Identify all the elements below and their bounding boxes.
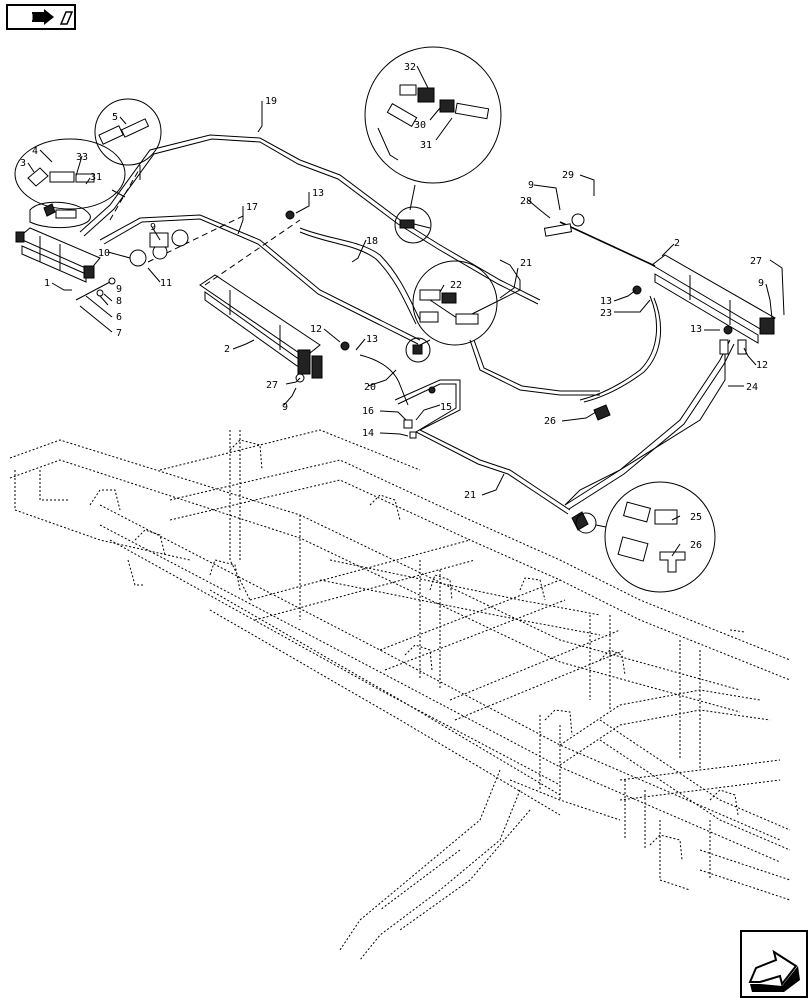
leader-lines [27, 65, 785, 557]
page-forward-arrow-icon [748, 949, 800, 992]
callout-29: 29 [562, 170, 574, 181]
callout-1: 1 [44, 278, 50, 289]
callout-28: 28 [520, 196, 532, 207]
callout-9: 9 [528, 180, 534, 191]
callout-4: 4 [32, 146, 38, 157]
detail-circle-32 [364, 46, 502, 211]
callout-labels: 19 17 13 18 5 4 3 33 31 32 30 31 29 9 28… [20, 62, 768, 551]
callout-13: 13 [312, 188, 324, 199]
callout-7: 7 [116, 328, 122, 339]
callout-18: 18 [366, 236, 378, 247]
callout-12: 12 [756, 360, 768, 371]
callout-16: 16 [362, 406, 374, 417]
callout-14: 14 [362, 428, 374, 439]
callout-32: 32 [404, 62, 416, 73]
callout-21: 21 [520, 258, 532, 269]
page-forward-button[interactable] [740, 930, 808, 998]
callout-26: 26 [690, 540, 702, 551]
callout-15: 15 [440, 402, 452, 413]
callout-19: 19 [265, 96, 277, 107]
callout-13: 13 [600, 296, 612, 307]
callout-9: 9 [758, 278, 764, 289]
callout-30: 30 [414, 120, 426, 131]
callout-20: 20 [364, 382, 376, 393]
page-back-button[interactable] [6, 4, 76, 30]
callout-31: 31 [420, 140, 432, 151]
callout-6: 6 [116, 312, 122, 323]
callout-26: 26 [544, 416, 556, 427]
callout-24: 24 [746, 382, 758, 393]
callout-2: 2 [224, 344, 230, 355]
callout-25: 25 [690, 512, 702, 523]
callout-13: 13 [690, 324, 702, 335]
detail-circle-small-left [29, 201, 91, 229]
callout-27: 27 [750, 256, 762, 267]
callout-11: 11 [160, 278, 172, 289]
callout-17: 17 [246, 202, 258, 213]
callout-13: 13 [366, 334, 378, 345]
callout-2: 2 [674, 238, 680, 249]
detail-circle-small-20 [405, 337, 431, 363]
callout-9: 9 [282, 402, 288, 413]
callout-3: 3 [20, 158, 26, 169]
callout-8: 8 [116, 296, 122, 307]
callout-23: 23 [600, 308, 612, 319]
callout-10: 10 [98, 248, 110, 259]
callout-33: 33 [76, 152, 88, 163]
detail-circle-22 [412, 260, 498, 346]
callout-5: 5 [112, 112, 118, 123]
callout-31: 31 [90, 172, 102, 183]
detail-circle-25 [575, 481, 716, 593]
hydraulic-lines [75, 134, 747, 531]
callout-12: 12 [310, 324, 322, 335]
callout-22: 22 [450, 280, 462, 291]
chassis-frame [9, 429, 791, 961]
callout-9: 9 [116, 284, 122, 295]
detail-circle-33 [14, 138, 126, 210]
detail-circle-5 [94, 98, 162, 180]
cylinder-mid-2 [199, 274, 323, 383]
page-back-arrow-icon [31, 9, 74, 25]
callout-9: 9 [150, 222, 156, 233]
cylinder-right-2 [543, 213, 776, 344]
detail-circle-small-mid [394, 206, 432, 244]
callout-27: 27 [266, 380, 278, 391]
cylinder-left-1 [15, 227, 101, 283]
callout-21: 21 [464, 490, 476, 501]
